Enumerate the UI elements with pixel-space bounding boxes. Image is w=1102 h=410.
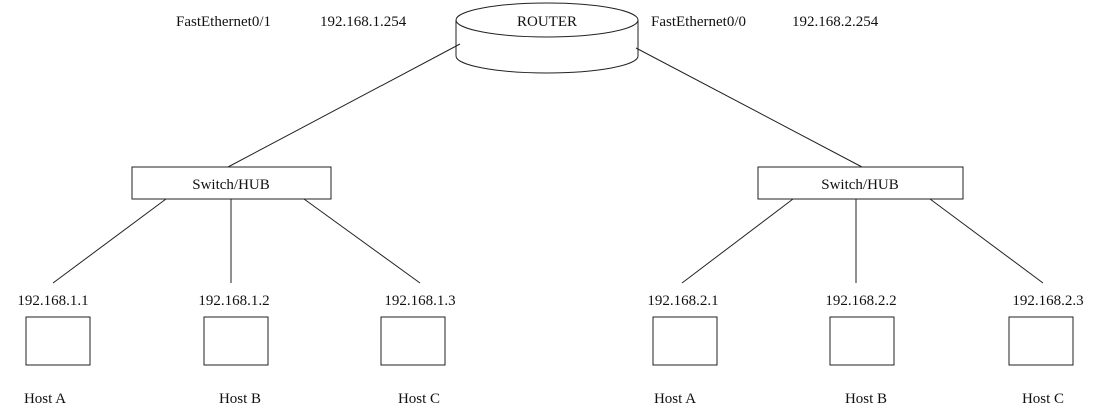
host-left-c-ip: 192.168.1.3 [384, 293, 455, 309]
host-left-a-name: Host A [24, 391, 66, 407]
router-label: ROUTER [517, 14, 577, 30]
switch-right-label: Switch/HUB [821, 177, 899, 193]
host-right-a-name: Host A [654, 391, 696, 407]
host-left-c-box [380, 316, 446, 366]
router: ROUTER [455, 2, 639, 74]
link-router-switch-left [227, 43, 461, 168]
host-right-a-ip: 192.168.2.1 [647, 293, 718, 309]
router-right-interface-ip: 192.168.2.254 [792, 14, 879, 30]
network-right: Switch/HUB 192.168.2.1 Host A 192.168.2.… [647, 166, 1084, 407]
host-right-a-box [652, 316, 718, 366]
host-right-c-ip: 192.168.2.3 [1012, 293, 1083, 309]
link-switch-left-host-a [52, 198, 167, 284]
link-switch-left-host-c [303, 198, 421, 284]
switch-left [131, 166, 332, 200]
router-left-interface-name: FastEthernet0/1 [176, 14, 271, 30]
host-right-c-box [1008, 316, 1074, 366]
router-left-interface-ip: 192.168.1.254 [320, 14, 407, 30]
network-left: Switch/HUB 192.168.1.1 Host A 192.168.1.… [17, 166, 456, 407]
host-right-b-box [829, 316, 895, 366]
host-left-b-name: Host B [219, 391, 261, 407]
link-switch-right-host-c [929, 198, 1044, 284]
switch-right [757, 166, 964, 200]
host-left-a-ip: 192.168.1.1 [17, 293, 88, 309]
host-right-c-name: Host C [1022, 391, 1064, 407]
host-left-b-box [203, 316, 269, 366]
link-router-switch-right [635, 47, 863, 168]
host-right-b-ip: 192.168.2.2 [825, 293, 896, 309]
router-right-interface-name: FastEthernet0/0 [651, 14, 746, 30]
router-top [455, 2, 639, 38]
host-right-b-name: Host B [845, 391, 887, 407]
link-switch-right-host-a [681, 198, 794, 284]
host-left-c-name: Host C [398, 391, 440, 407]
host-left-b-ip: 192.168.1.2 [198, 293, 269, 309]
switch-left-label: Switch/HUB [192, 177, 270, 193]
host-left-a-box [25, 316, 91, 366]
